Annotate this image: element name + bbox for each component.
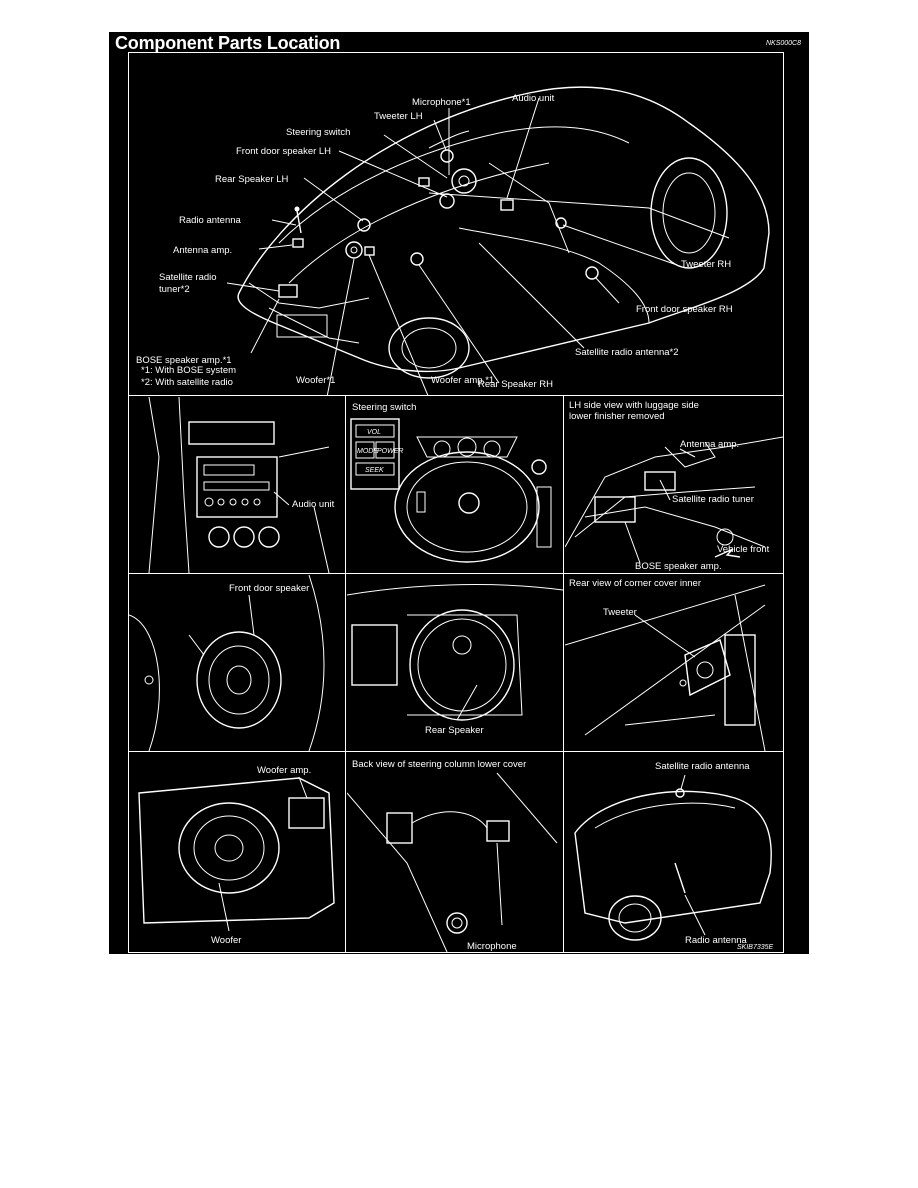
label-radio-antenna: Radio antenna [179,215,242,226]
note-bose-system: *1: With BOSE system [141,365,236,376]
label-tweeter-lh: Tweeter LH [374,111,423,122]
label-lh-side-title-2: lower finisher removed [569,411,665,422]
divider-h2 [129,573,783,574]
panel-rear-view-corner: Rear view of corner cover inner Tweeter [565,575,783,751]
bose-amp-shape [594,496,636,523]
label-satellite-radio-antenna: Satellite radio antenna*2 [575,347,679,358]
panel-audio-unit: Audio unit [129,397,345,573]
front-door-speaker-shape [196,631,282,729]
divider-h3 [129,751,783,752]
woofer-enclosure [138,777,335,924]
microphone-amp-shape [486,820,510,842]
figure-code: SKIB7335E [737,944,774,951]
label-woofer-detail: Woofer [211,935,241,946]
corner-cover-shape [724,634,756,726]
label-front-door-speaker-detail: Front door speaker [229,583,309,594]
steering-wheel [394,451,540,563]
label-woofer-amp: Woofer amp.*1 [431,375,494,386]
car-overview-drawing: Microphone*1 Audio unit Tweeter LH Steer… [136,86,770,395]
label-vehicle-front: Vehicle front [717,544,770,555]
panel-steering-switch: Steering switch VOL MODE POWER SEEK [347,397,563,573]
rear-speaker-shape [409,609,515,721]
label-microphone-detail: Microphone [467,941,517,952]
tweeter-shape [684,639,731,697]
divider-h1 [129,395,783,396]
overview-panel: Microphone*1 Audio unit Tweeter LH Steer… [129,53,783,395]
switch-row [188,421,275,445]
label-audio-unit: Audio unit [512,93,555,104]
rear-wheel [608,895,662,941]
label-bose-speaker-amp-detail: BOSE speaker amp. [635,561,722,572]
connector-shape [386,812,413,844]
label-woofer-amp-detail: Woofer amp. [257,765,311,776]
label-antenna-amp-detail: Antenna amp. [680,439,739,450]
label-woofer: Woofer*1 [296,375,335,386]
microphone-shape [446,912,468,934]
tuner-shape [644,471,676,491]
label-bose-speaker-amp: BOSE speaker amp.*1 [136,355,232,366]
panel-satellite-antenna: Satellite radio antenna Radio antenna SK… [565,753,783,952]
label-satellite-radio-antenna-detail: Satellite radio antenna [655,761,750,772]
label-tweeter-detail: Tweeter [603,607,637,618]
label-front-door-speaker-lh: Front door speaker LH [236,146,331,157]
page-title: Component Parts Location [115,33,341,53]
label-microphone: Microphone*1 [412,97,471,108]
label-antenna-amp: Antenna amp. [173,245,232,256]
panel-lh-side-view: LH side view with luggage side lower fin… [565,397,783,573]
woofer-shape [178,802,280,894]
steering-switch-inset [350,418,400,490]
label-front-door-speaker-rh: Front door speaker RH [636,304,733,315]
label-radio-antenna-detail: Radio antenna [685,935,748,946]
button-mode: MODE [357,448,378,455]
label-steering-switch-detail: Steering switch [352,402,416,413]
button-vol: VOL [367,429,381,436]
button-power: POWER [377,448,403,455]
note-satellite-radio: *2: With satellite radio [141,377,233,388]
audio-unit-body [196,456,278,518]
leader-lines [226,97,678,395]
label-tweeter-rh: Tweeter RH [681,259,731,270]
button-seek: SEEK [365,467,384,474]
satellite-antenna-marker [675,788,685,798]
document-code: NKS000C8 [765,40,801,47]
label-lh-side-title-1: LH side view with luggage side [569,400,699,411]
label-audio-unit-detail: Audio unit [292,499,335,510]
label-rear-view-title: Rear view of corner cover inner [569,578,701,589]
rear-panel-bracket [351,624,398,686]
divider-v1 [345,395,346,952]
divider-v2 [563,395,564,952]
label-rear-speaker-lh: Rear Speaker LH [215,174,289,185]
car-rear-outline [574,790,772,924]
diagram-area: Microphone*1 Audio unit Tweeter LH Steer… [128,52,784,953]
label-rear-speaker-detail: Rear Speaker [425,725,484,736]
panel-woofer: Woofer amp. Woofer [129,753,345,952]
label-steering-switch: Steering switch [286,127,350,138]
panel-steering-column: Back view of steering column lower cover… [347,753,563,952]
diagram-frame: Component Parts Location NKS000C8 [109,32,809,954]
panel-rear-speaker: Rear Speaker [347,575,563,751]
label-satellite-radio-tuner-detail: Satellite radio tuner [672,494,754,505]
woofer-amp-shape [288,797,325,829]
label-satellite-radio-tuner-1: Satellite radio [159,272,217,283]
label-rear-speaker-rh: Rear Speaker RH [478,379,553,390]
panel-front-door-speaker: Front door speaker [129,575,345,751]
label-steering-column-title: Back view of steering column lower cover [352,759,526,770]
label-satellite-radio-tuner-2: tuner*2 [159,284,190,295]
